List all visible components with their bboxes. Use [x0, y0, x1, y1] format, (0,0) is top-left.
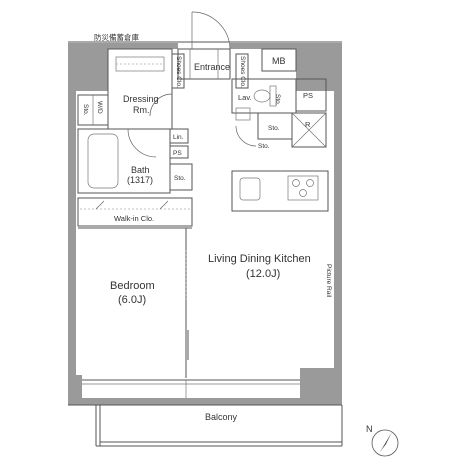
bath-label: Bath: [131, 165, 150, 175]
shoes-clo-right-label: Shoes Clo.: [239, 56, 246, 88]
bath-size-label: (1317): [127, 175, 153, 185]
structural-walls: [68, 43, 342, 405]
mb-label: MB: [272, 56, 286, 66]
lav-label: Lav.: [238, 93, 252, 102]
picture-rail-label: Picture Rail: [325, 264, 332, 298]
entrance-door: [191, 11, 231, 50]
partitions: [78, 227, 192, 378]
ldk-size-label: (12.0J): [246, 268, 280, 280]
ldk-label: Living Dining Kitchen: [208, 253, 311, 265]
sto-lav-label: Sto.: [274, 94, 281, 106]
bedroom-label: Bedroom: [110, 280, 155, 292]
walkin-closet: [77, 197, 193, 227]
lin-label: Lin.: [173, 134, 184, 141]
entrance-area: [171, 11, 249, 89]
sto-bath-label: Sto.: [174, 175, 186, 182]
walkin-label: Walk-in Clo.: [114, 214, 154, 223]
ps-top-label: PS: [303, 91, 313, 100]
bath-room: [77, 128, 171, 194]
ps-mid-label: PS: [173, 150, 182, 157]
north-label: N: [366, 424, 373, 434]
sto-mid-label: Sto.: [268, 125, 280, 132]
north-arrow-icon: [371, 429, 399, 457]
entrance-label: Entrance: [194, 62, 230, 72]
storage-label: 防災備蓄倉庫: [94, 32, 139, 42]
sto-hall-label: Sto.: [258, 143, 270, 150]
fridge-label: R: [305, 120, 311, 129]
shoes-clo-left-label: Shoes Clo.: [175, 56, 182, 88]
dressing-room: [107, 48, 173, 130]
dressing-rm-label: Rm.: [133, 105, 150, 115]
fridge-space: [291, 112, 327, 148]
bedroom-size-label: (6.0J): [118, 294, 146, 306]
balcony-label: Balcony: [205, 412, 238, 422]
wd-label: W/D: [96, 101, 103, 114]
kitchen-counter: [231, 170, 329, 212]
mb-room: [261, 48, 297, 72]
sto-left-label: Sto.: [82, 104, 89, 116]
balcony: [68, 404, 343, 447]
dressing-label: Dressing: [123, 94, 159, 104]
